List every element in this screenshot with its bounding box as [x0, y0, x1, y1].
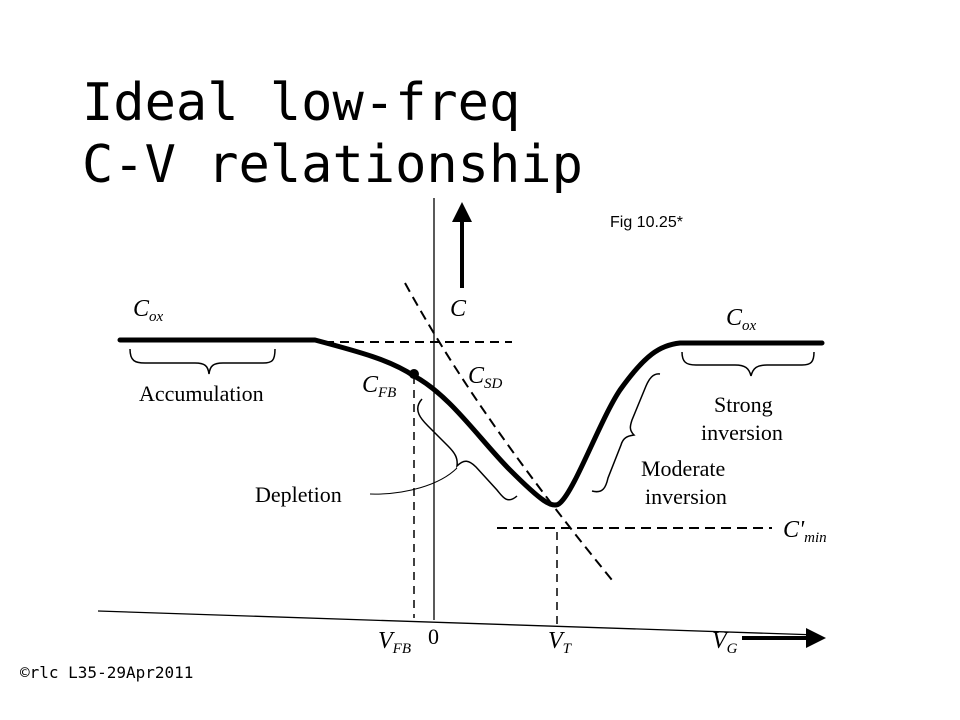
moderate-inversion-label-1: Moderate	[641, 456, 725, 481]
csd-curve	[404, 282, 613, 581]
accumulation-brace	[129, 348, 276, 375]
strong-inversion-label-1: Strong	[714, 392, 773, 417]
vt-label: VT	[548, 628, 573, 657]
flatband-point	[409, 369, 419, 379]
moderate-inversion-label-2: inversion	[645, 484, 727, 509]
c-axis-label: C	[450, 296, 467, 322]
footer-credit: ©rlc L35-29Apr2011	[20, 663, 194, 682]
slide-title: Ideal low-freq C-V relationship	[82, 72, 583, 196]
cfb-label: CFB	[362, 372, 396, 401]
cmin-label: C'min	[783, 517, 827, 546]
strong-inversion-label-2: inversion	[701, 420, 783, 445]
depletion-brace	[417, 398, 518, 501]
csd-label: CSD	[468, 363, 503, 392]
title-line-1: Ideal low-freq	[82, 73, 521, 133]
strong-inversion-brace	[681, 351, 815, 377]
vg-axis-line	[97, 610, 819, 636]
figure-reference: Fig 10.25*	[610, 214, 683, 231]
depletion-label: Depletion	[255, 482, 342, 507]
accumulation-label: Accumulation	[139, 381, 264, 406]
moderate-inversion-brace	[591, 373, 661, 493]
title-line-2: C-V relationship	[82, 135, 583, 195]
depletion-leader	[369, 467, 458, 495]
cox-right-label: Cox	[726, 305, 757, 334]
vfb-label: VFB	[378, 628, 411, 657]
cv-curve	[117, 337, 825, 508]
cox-left-label: Cox	[133, 296, 164, 325]
origin-label: 0	[428, 624, 439, 649]
vg-axis-label: VG	[712, 628, 738, 657]
